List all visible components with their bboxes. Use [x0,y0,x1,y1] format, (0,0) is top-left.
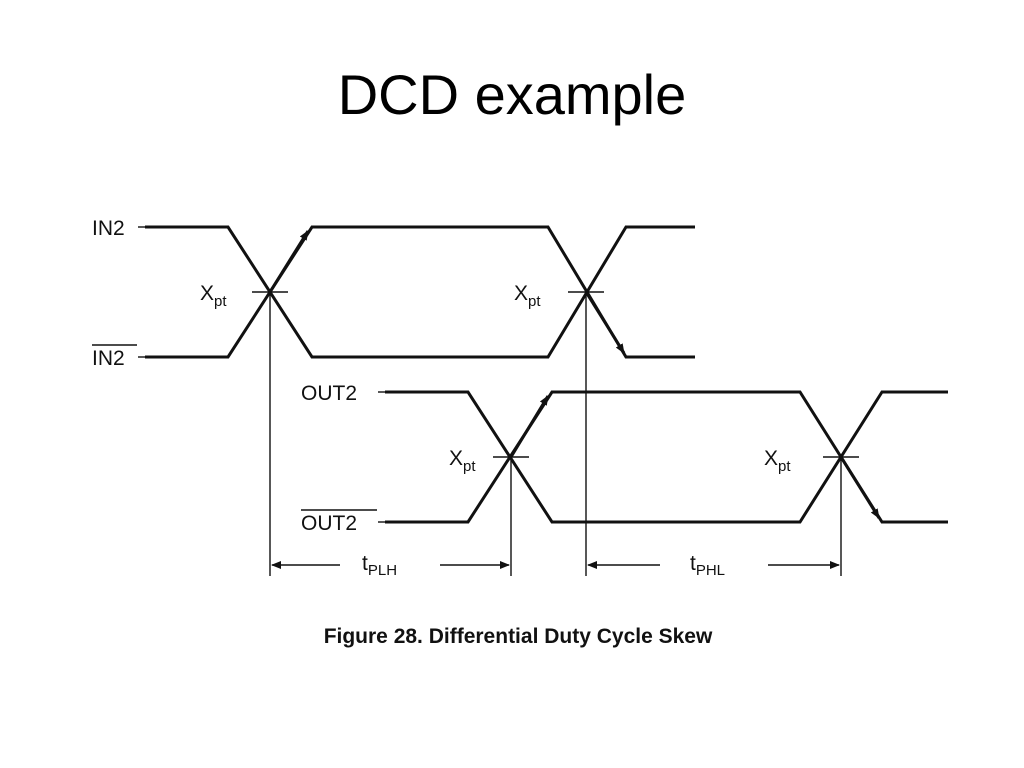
figure-caption: Figure 28. Differential Duty Cycle Skew [324,625,713,648]
xpt-label-4: Xpt [764,447,791,475]
label-out2-bar: OUT2 [301,512,357,535]
out2-rising-arrow [509,395,550,458]
tphl-label: tPHL [690,552,725,579]
out2-falling-arrow [839,456,881,519]
out2-bar-waveform [385,390,948,524]
xpt-label-2: Xpt [514,282,541,310]
in2-waveform [145,225,695,359]
xpt-label-3: Xpt [449,447,476,475]
xpt-label-1: Xpt [200,282,227,310]
in2-rising-arrow [268,230,310,293]
tplh-label: tPLH [362,552,397,579]
label-in2: IN2 [92,217,125,240]
in2-bar-waveform [145,225,695,359]
label-out2: OUT2 [301,382,357,405]
slide-title: DCD example [337,63,687,126]
out2-waveform [385,390,948,524]
label-in2-bar: IN2 [92,347,125,370]
in2-falling-arrow [584,291,626,354]
